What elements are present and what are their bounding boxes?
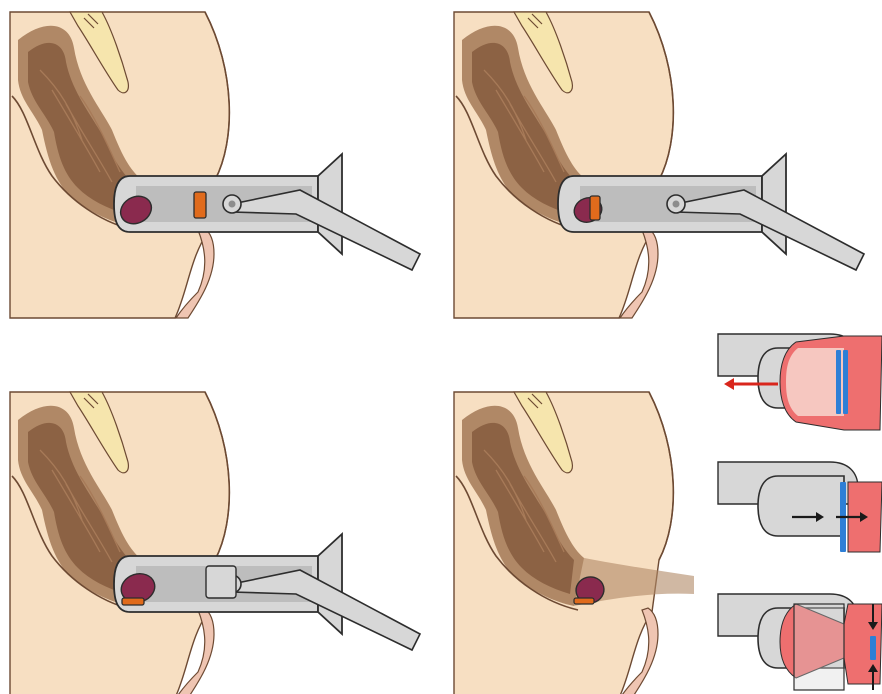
- inset-1-blue-band-b: [843, 350, 848, 414]
- inset-3-drum-overlay: [794, 604, 844, 690]
- panel-4-rubber-band: [574, 598, 594, 604]
- panel-3-rubber-band: [122, 598, 144, 605]
- inset-1-blue-band-a: [836, 350, 841, 414]
- panel-3-band-mount: [206, 566, 236, 598]
- inset-1-tissue-inner: [786, 348, 844, 416]
- panel-1-rubber-band: [194, 192, 206, 218]
- inset-3-blue-band: [870, 636, 876, 660]
- panel-2-rubber-band: [590, 196, 600, 220]
